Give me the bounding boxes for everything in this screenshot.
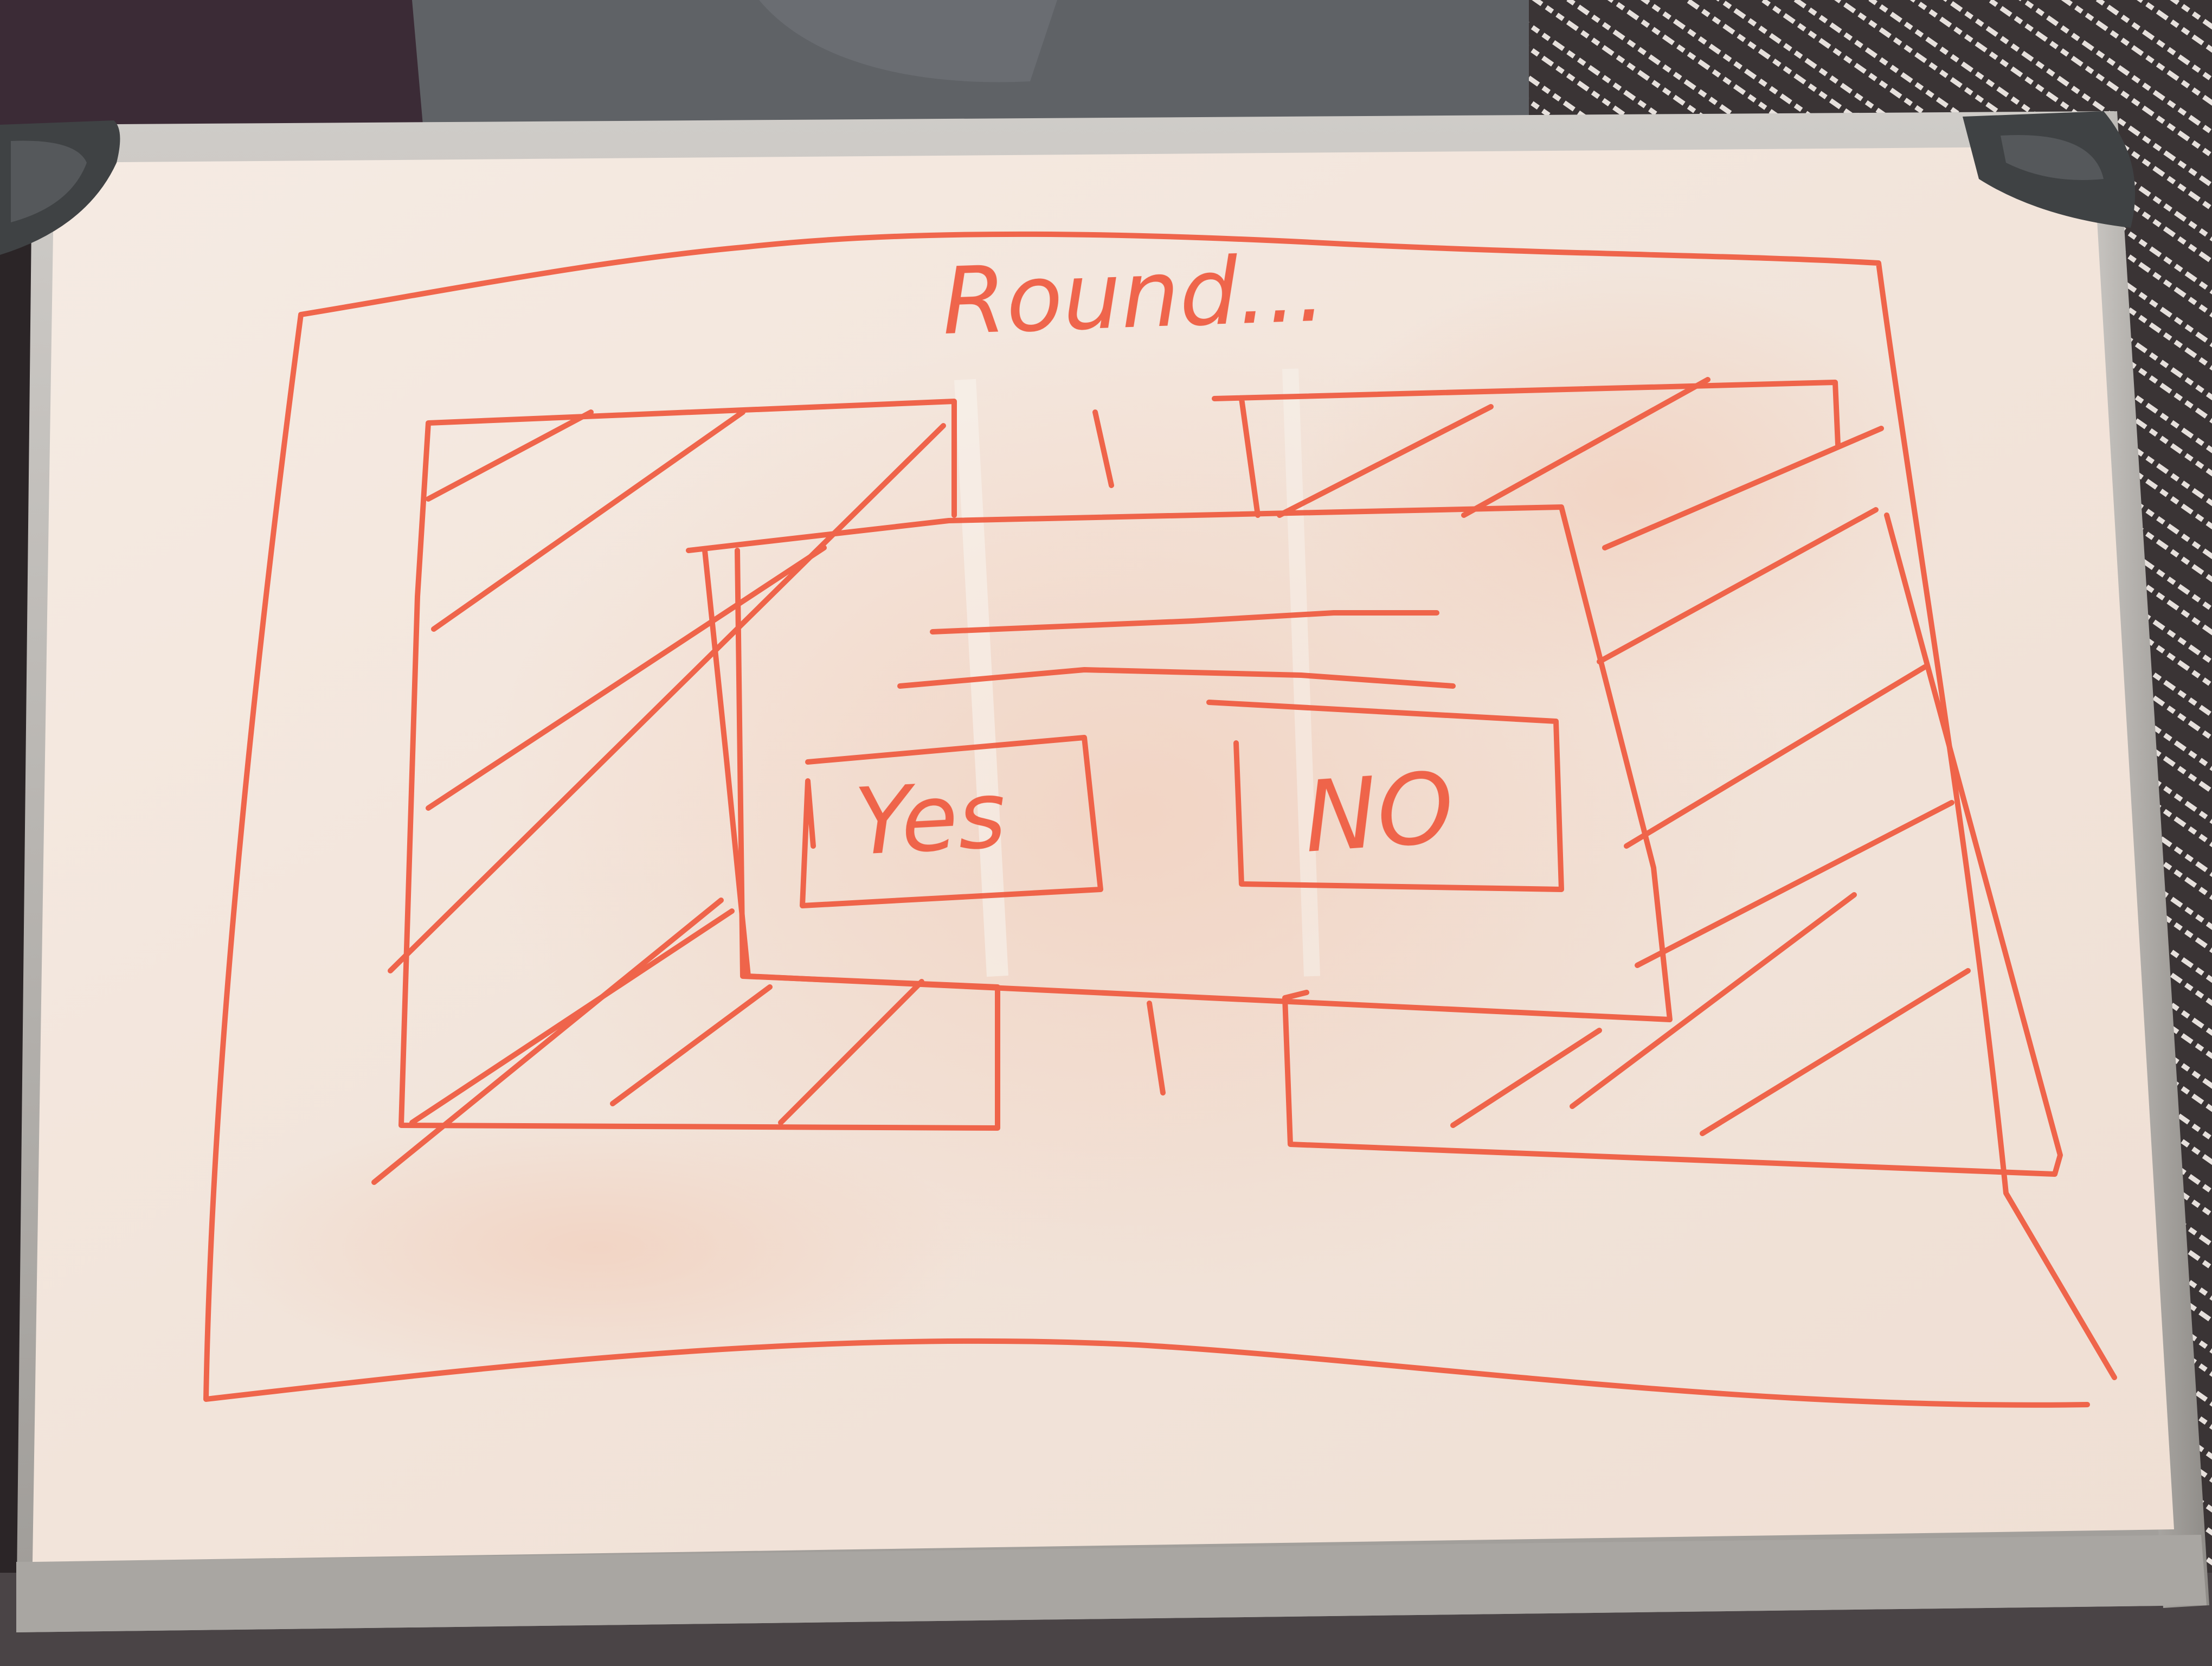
- left-panel: [398, 399, 1000, 1131]
- right-panel: [1212, 380, 2063, 1177]
- left-panel-hatching: [371, 409, 946, 1185]
- dialog-text-line-2: [897, 667, 1456, 689]
- sketch-title: Round...: [941, 235, 1328, 356]
- yes-button-outline: [800, 735, 1103, 908]
- handwritten-text: Round... Yes NO 1 1: [852, 235, 1458, 876]
- corner-cap-top-left: [0, 120, 120, 255]
- corner-cap-top-right: [1963, 111, 2136, 228]
- outer-screen-frame: [203, 231, 2117, 1408]
- counter-tick-top: [1092, 409, 1114, 488]
- center-dialog: [686, 504, 1673, 1022]
- no-button-label: NO: [1300, 751, 1457, 875]
- yes-button-label: Yes: [852, 761, 1008, 876]
- whiteboard-surface: [33, 146, 2174, 1562]
- dialog-text-line-1: [930, 610, 1439, 635]
- no-button-outline: [1206, 700, 1564, 892]
- right-panel-hatching: [1277, 377, 1971, 1136]
- counter-tick-bottom: [1147, 1001, 1166, 1095]
- wireframe-sketch: [203, 231, 2117, 1408]
